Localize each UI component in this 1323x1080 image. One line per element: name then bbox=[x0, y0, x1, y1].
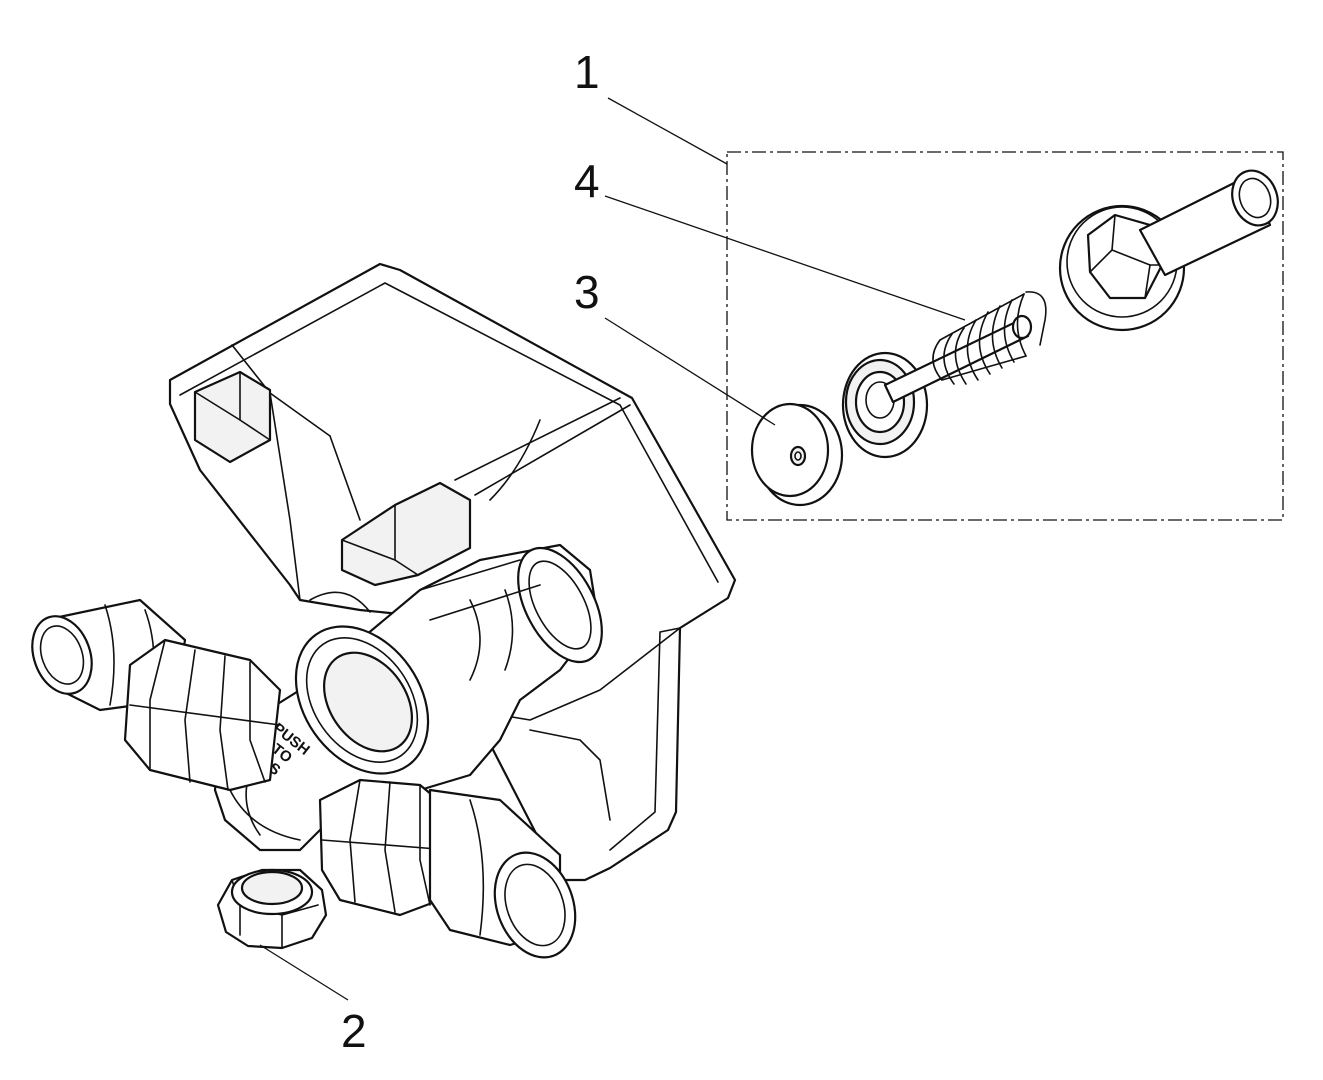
callout-2: 2 bbox=[341, 1005, 367, 1057]
valve-seat-disc bbox=[841, 314, 1033, 459]
kit-boundary-box bbox=[726, 151, 1284, 521]
valve-body: PUSH TO DIS bbox=[213, 543, 603, 852]
left-pipe-connector bbox=[31, 598, 282, 792]
leader-lines bbox=[259, 97, 966, 1001]
callout-3: 3 bbox=[574, 266, 600, 318]
callout-1: 1 bbox=[574, 46, 600, 98]
spring-part-4 bbox=[932, 291, 1047, 385]
hex-adaptor bbox=[1058, 169, 1279, 332]
mounting-bracket bbox=[168, 262, 737, 882]
callout-4: 4 bbox=[574, 155, 600, 207]
leader-line-1 bbox=[607, 97, 728, 165]
washer-part-3 bbox=[750, 402, 844, 507]
leader-line-3 bbox=[604, 317, 776, 426]
plug-part-2 bbox=[216, 868, 328, 950]
leader-line-4 bbox=[604, 195, 966, 321]
leader-line-2 bbox=[259, 944, 349, 1001]
right-pipe-connector bbox=[318, 778, 577, 959]
